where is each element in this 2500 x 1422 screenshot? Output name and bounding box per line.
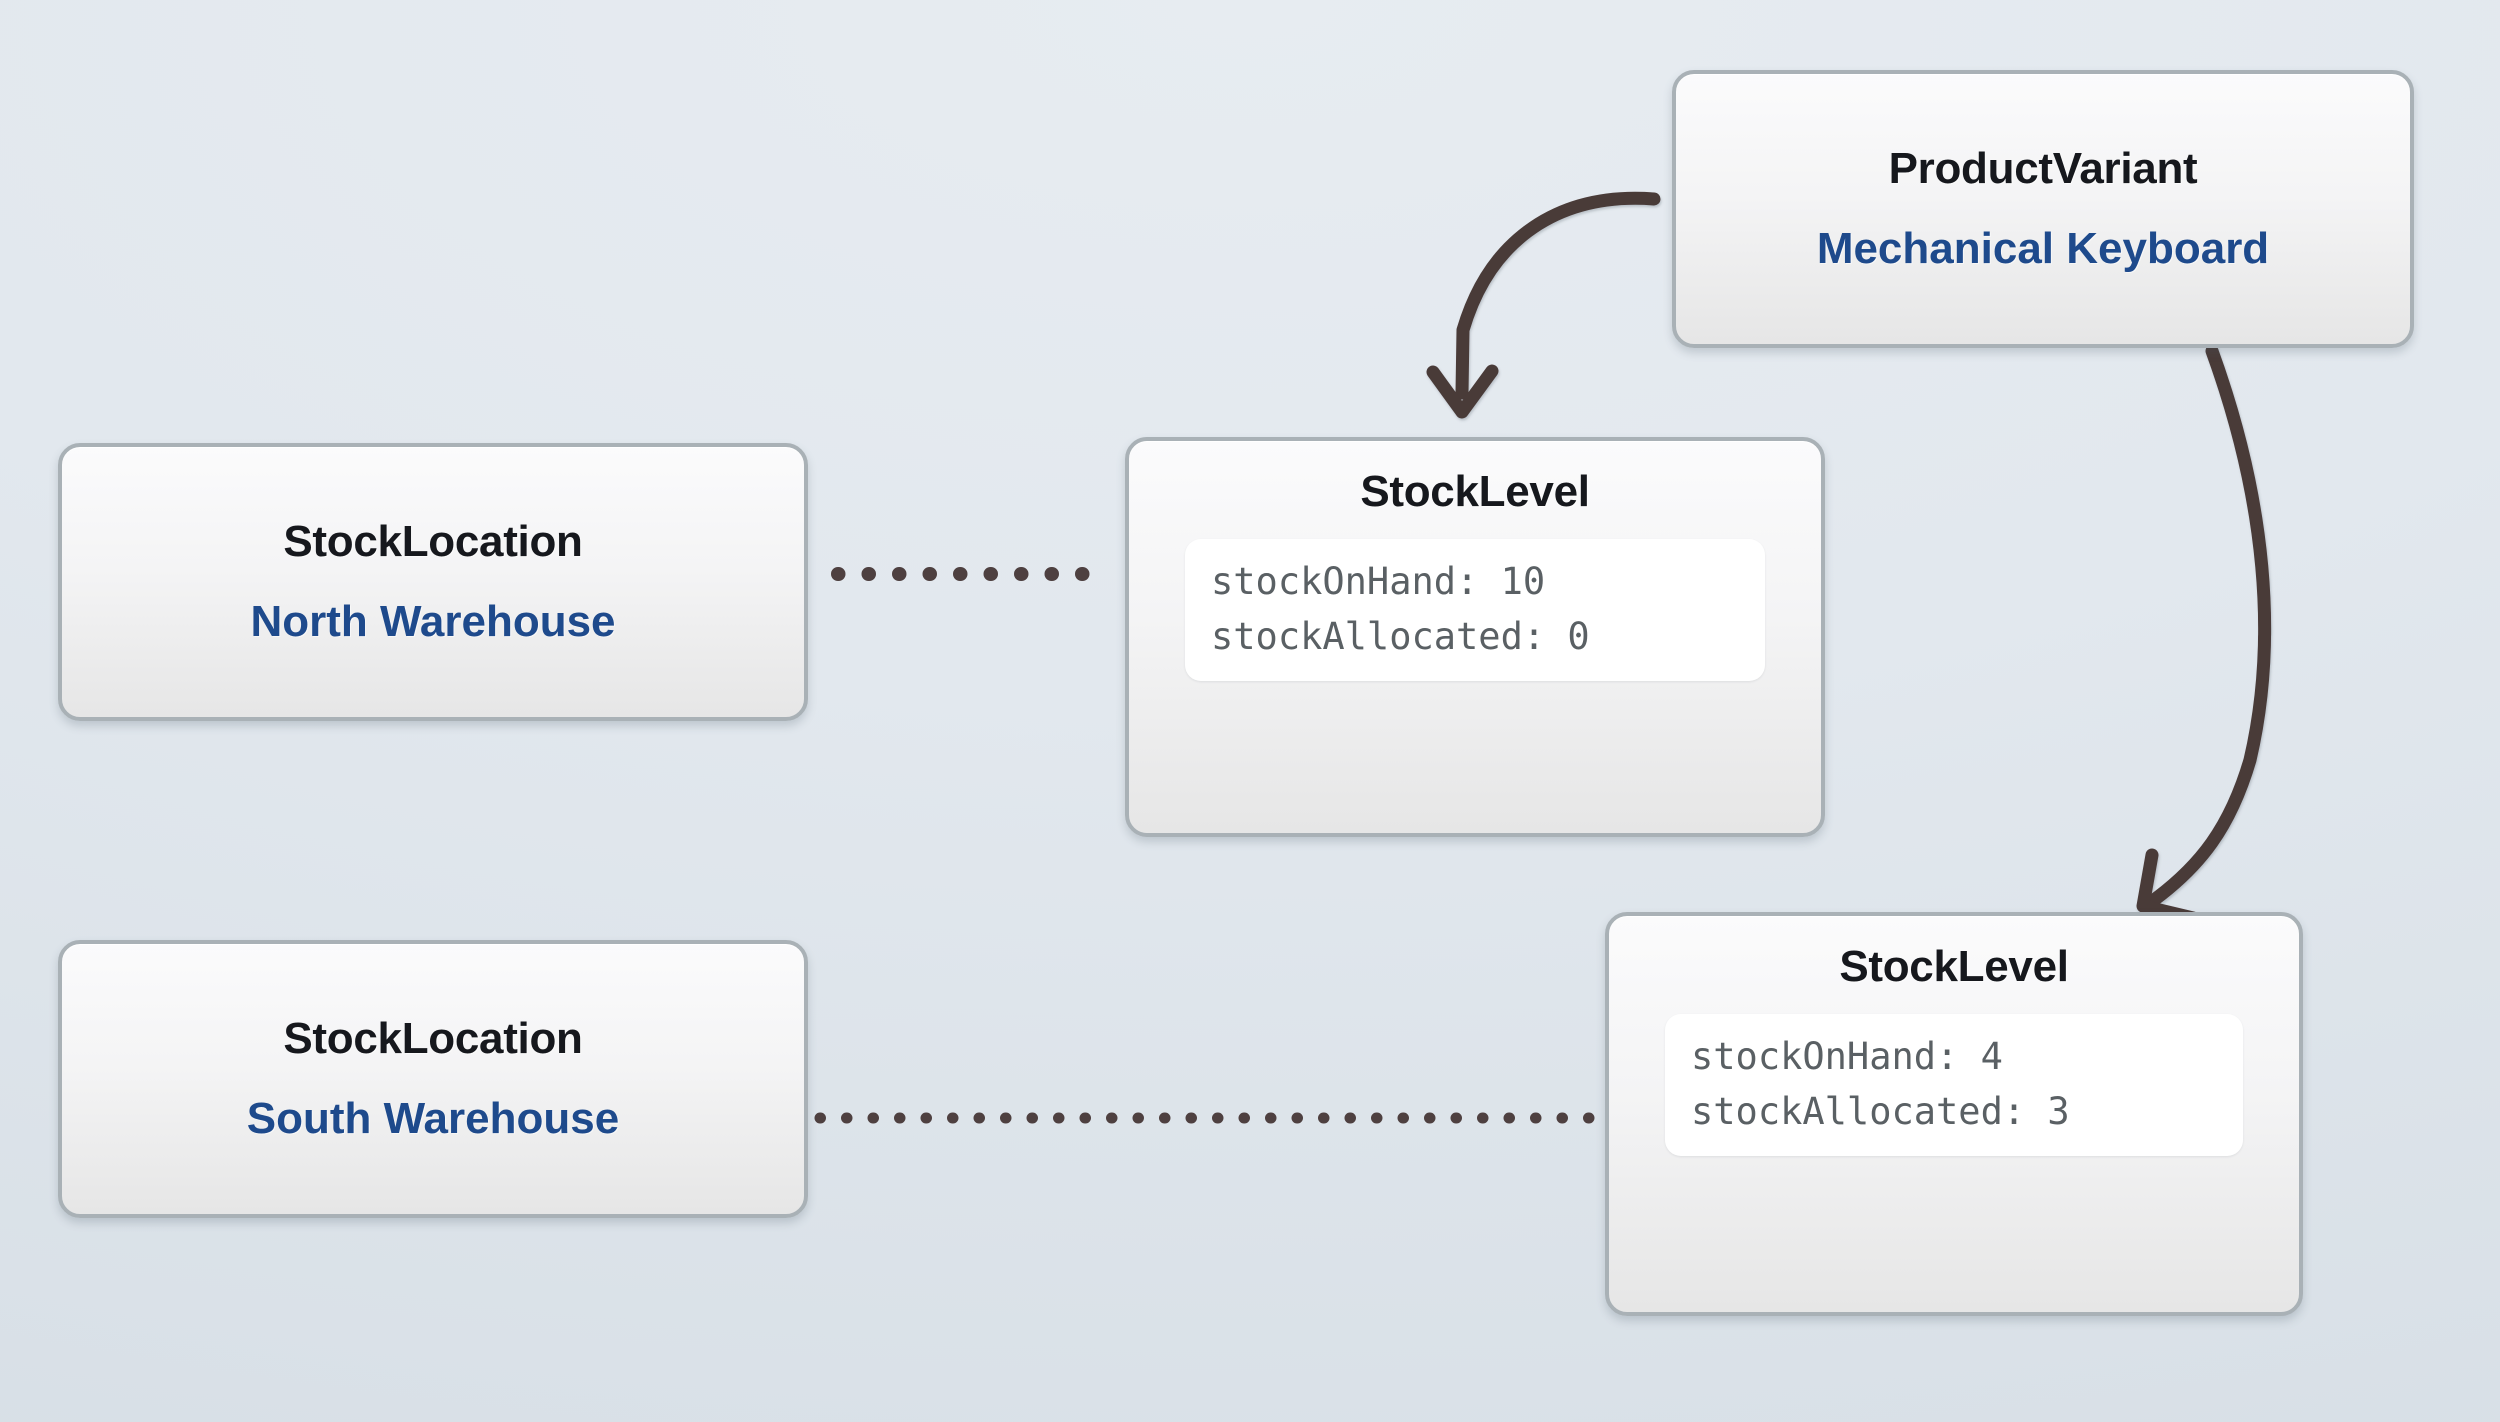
node-stocklevel-south-title: StockLevel <box>1839 942 2069 991</box>
node-stocklevel-south-fields: stockOnHand: 4 stockAllocated: 3 <box>1665 1014 2243 1157</box>
node-stocklocation-south-subtitle: South Warehouse <box>246 1094 620 1143</box>
node-stocklocation-north[interactable]: StockLocation North Warehouse <box>58 443 808 721</box>
field-stock-on-hand: stockOnHand: 10 <box>1211 560 1546 603</box>
node-stocklevel-north[interactable]: StockLevel stockOnHand: 10 stockAllocate… <box>1125 437 1825 837</box>
edge-variant-to-stocklevel-2 <box>2136 344 2272 925</box>
edge-variant-to-stocklevel-1 <box>1426 191 1661 419</box>
node-product-variant-title: ProductVariant <box>1888 144 2198 193</box>
node-product-variant[interactable]: ProductVariant Mechanical Keyboard <box>1672 70 2414 348</box>
node-stocklevel-south[interactable]: StockLevel stockOnHand: 4 stockAllocated… <box>1605 912 2303 1316</box>
node-stocklocation-north-subtitle: North Warehouse <box>250 597 616 646</box>
node-stocklevel-north-fields: stockOnHand: 10 stockAllocated: 0 <box>1185 539 1765 682</box>
field-stock-on-hand: stockOnHand: 4 <box>1691 1035 2003 1078</box>
node-product-variant-subtitle: Mechanical Keyboard <box>1816 224 2270 273</box>
node-stocklocation-north-title: StockLocation <box>283 517 583 566</box>
field-stock-allocated: stockAllocated: 0 <box>1211 615 1590 659</box>
field-stock-allocated: stockAllocated: 3 <box>1691 1090 2070 1134</box>
node-stocklevel-north-title: StockLevel <box>1360 467 1590 516</box>
node-stocklocation-south[interactable]: StockLocation South Warehouse <box>58 940 808 1218</box>
node-stocklocation-south-title: StockLocation <box>283 1014 583 1063</box>
